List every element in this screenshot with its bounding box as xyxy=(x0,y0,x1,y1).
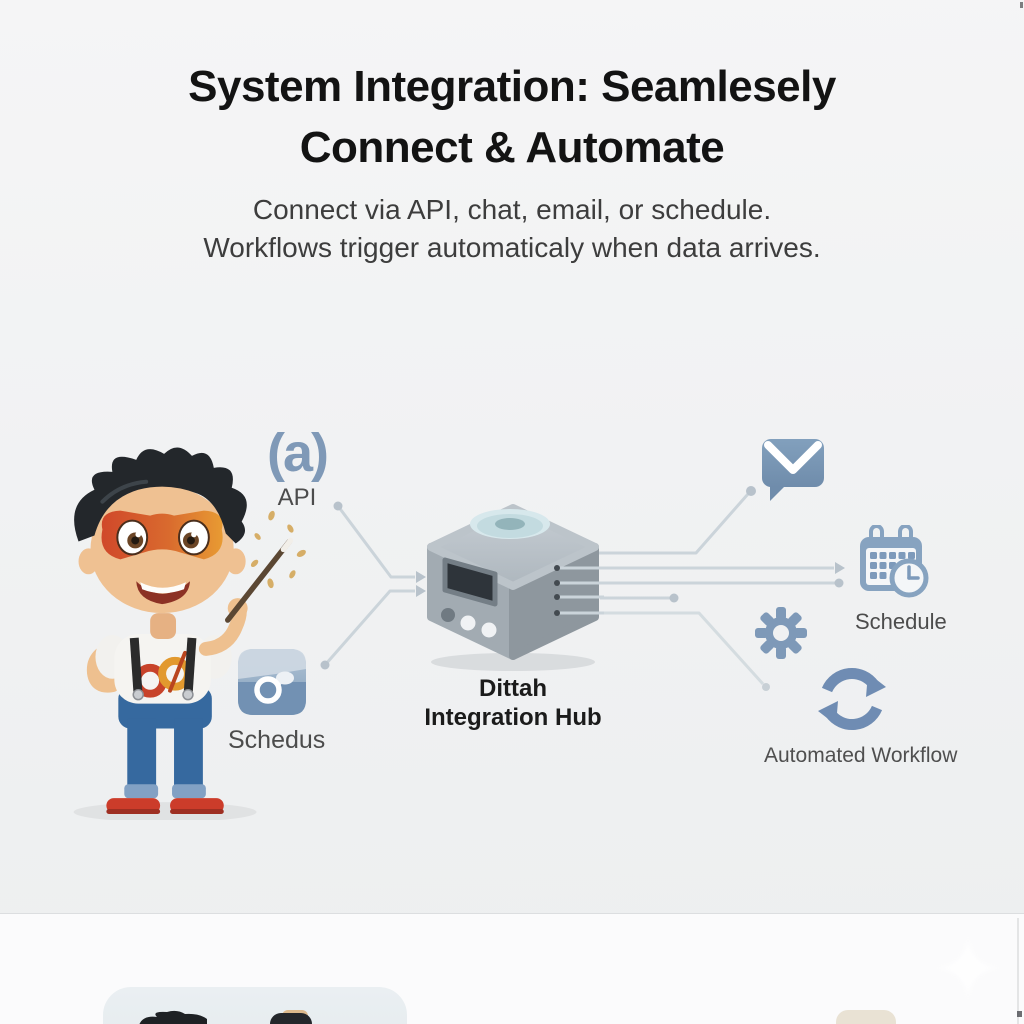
hub-name-line-2: Integration Hub xyxy=(424,704,602,731)
api-label: API xyxy=(277,484,317,511)
schedus-label: Schedus xyxy=(228,726,326,754)
api-node: (a) API xyxy=(250,424,344,512)
subtitle-line-1: Connect via API, chat, email, or schedul… xyxy=(252,194,772,225)
right-edge-line xyxy=(1017,918,1019,1024)
page-subtitle: Connect via API, chat, email, or schedul… xyxy=(0,191,1024,267)
title-line-2: Connect & Automate xyxy=(299,123,725,172)
title-line-1: System Integration: Seamlesely xyxy=(188,62,836,111)
calendar-clock-icon xyxy=(860,524,929,598)
integration-hub-device xyxy=(427,504,604,671)
workflow-node: Automated Workflow xyxy=(764,655,958,768)
schedule-node: Schedule xyxy=(855,524,947,635)
at-parentheses-icon: (a) xyxy=(267,423,329,483)
head-blob xyxy=(270,1013,312,1024)
corner-mark xyxy=(1020,2,1023,8)
mascot-character xyxy=(73,447,306,820)
tan-blob xyxy=(836,1010,896,1024)
sparkle-icon xyxy=(938,938,998,998)
workflow-label: Automated Workflow xyxy=(764,744,958,767)
hub-label: Dittah Integration Hub xyxy=(398,674,628,732)
hair-blob xyxy=(139,1010,207,1024)
schedus-node: Schedus xyxy=(228,649,325,755)
gear-icon xyxy=(755,607,807,659)
edge-mark xyxy=(1017,1011,1022,1017)
subtitle-line-2: Workflows trigger automaticaly when data… xyxy=(203,232,821,263)
envelope-chat-icon xyxy=(762,439,824,501)
page-title: System Integration: Seamlesely Connect &… xyxy=(0,56,1024,178)
schedule-label: Schedule xyxy=(855,609,947,634)
link-tile-icon xyxy=(238,649,306,715)
hub-name-line-1: Dittah xyxy=(479,675,547,702)
cycle-arrows-icon xyxy=(818,668,886,730)
